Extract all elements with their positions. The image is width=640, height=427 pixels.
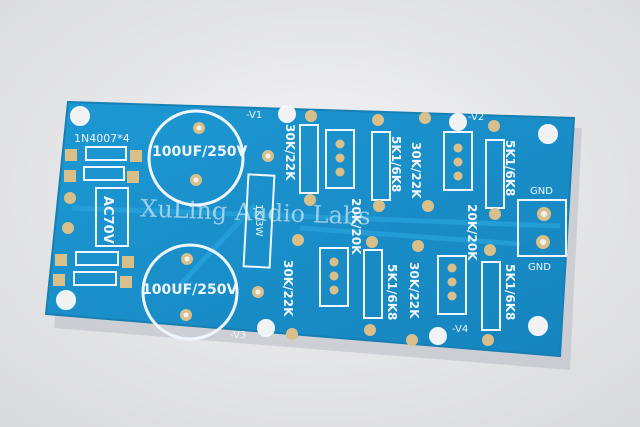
mount-hole-tr [538, 124, 558, 144]
test-points: -V1 -V2 -V3 -V4 [230, 105, 484, 345]
mount-hole-tl [70, 106, 90, 126]
r-30k-b-label: 30K/22K [409, 142, 423, 199]
v4-label: -V4 [452, 324, 468, 335]
capacitor-bottom: 100UF/250V [141, 243, 239, 341]
r-20k-b-label: 20K/20K [465, 204, 479, 261]
diode-section: 1N4007*4 AC70V [53, 132, 142, 288]
cap-top-label: 100UF/250V [152, 144, 247, 160]
ac-input-label: AC70V [100, 196, 115, 244]
r-5k1-c-label: 5K1/6K8 [385, 264, 399, 320]
r-5k1-a-label: 5K1/6K8 [389, 136, 403, 192]
gnd-top-label: GND [530, 186, 553, 197]
copper-traces [71, 203, 561, 287]
v2-label: -V2 [468, 112, 484, 123]
resistor-1k3w: 1K/3W [242, 150, 276, 298]
capacitor-top: 100UF/250V [147, 109, 247, 207]
mount-hole-br [528, 316, 548, 336]
r-20k-a-label: 20K/20K [349, 198, 363, 255]
r-5k1-b-label: 5K1/6K8 [503, 140, 517, 196]
r-30k-a-label: 30K/22K [283, 124, 297, 181]
resistors-bottom: 20K/20K 20K/20K 30K/22K 5K1/6K8 30K/22K … [281, 198, 517, 346]
resistors-top: 30K/22K 5K1/6K8 30K/22K 5K1/6K8 [283, 110, 517, 220]
r-1k-label: 1K/3W [253, 204, 264, 237]
gnd-terminal: GND GND [517, 186, 567, 273]
cap-bottom-label: 100UF/250V [142, 282, 237, 298]
v1-label: -V1 [246, 110, 262, 121]
mounting-holes [56, 106, 558, 336]
mount-hole-bl [56, 290, 76, 310]
diodes-label: 1N4007*4 [74, 132, 130, 145]
v3-label: -V3 [230, 330, 246, 341]
r-30k-d-label: 30K/22K [407, 262, 421, 319]
gnd-bottom-label: GND [528, 262, 551, 273]
r-5k1-d-label: 5K1/6K8 [503, 264, 517, 320]
r-30k-c-label: 30K/22K [281, 260, 295, 317]
